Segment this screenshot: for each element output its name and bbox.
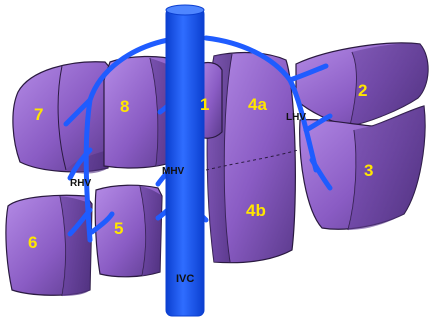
inferior-vena-cava xyxy=(166,5,204,316)
segment-8-label: 8 xyxy=(120,97,129,116)
segment-4b-label: 4b xyxy=(246,201,266,220)
segment-5-label: 5 xyxy=(114,219,123,238)
segment-7-label: 7 xyxy=(34,105,43,124)
segment-1-label: 1 xyxy=(200,95,209,114)
lhv-label: LHV xyxy=(286,112,306,123)
segment-4a-label: 4a xyxy=(248,95,267,114)
segment-7 xyxy=(13,62,112,174)
segment-6 xyxy=(6,195,92,296)
ivc-label: IVC xyxy=(176,273,194,285)
segment-2-label: 2 xyxy=(358,81,367,100)
mhv-label: MHV xyxy=(162,166,185,177)
segment-6-label: 6 xyxy=(28,233,37,252)
rhv-label: RHV xyxy=(70,178,91,189)
segment-5 xyxy=(95,185,162,277)
segment-3-label: 3 xyxy=(364,161,373,180)
